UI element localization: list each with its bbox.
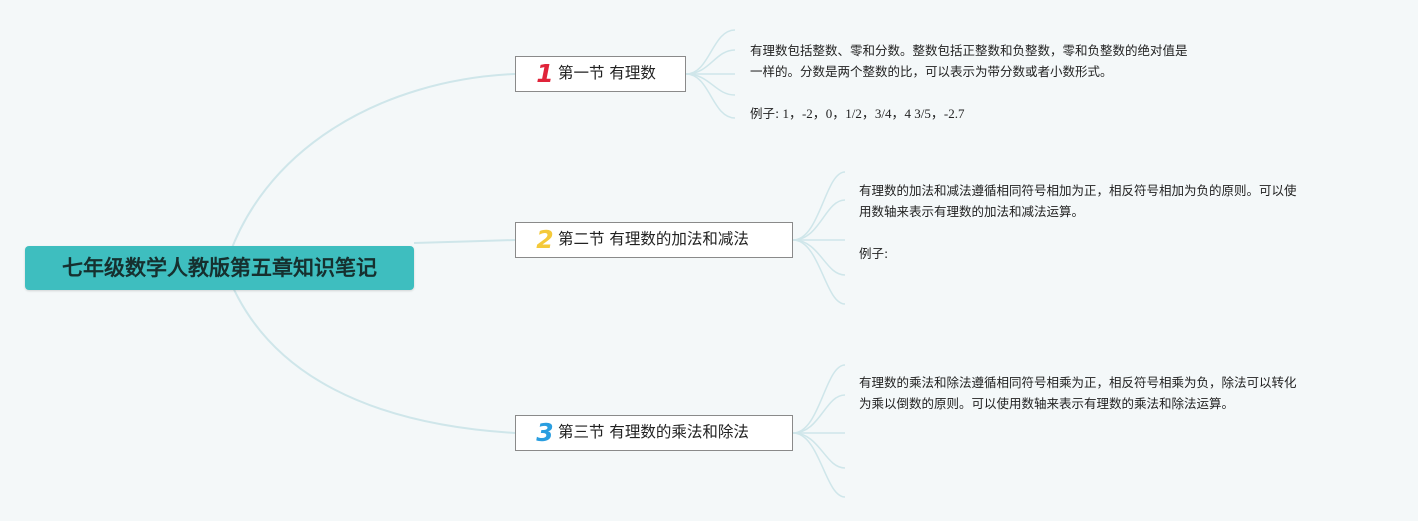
section-3-note-line-1: 有理数的乘法和除法遵循相同符号相乘为正，相反符号相乘为负，除法可以转化 [859, 375, 1297, 390]
number-3-icon: 3 [536, 418, 554, 447]
root-topic[interactable]: 七年级数学人教版第五章知识笔记 [25, 246, 414, 290]
section-2-note-line-2: 用数轴来表示有理数的加法和减法运算。 [859, 204, 1085, 219]
section-2-example: 例子: [859, 243, 1297, 264]
link-root-section-3 [224, 267, 516, 434]
section-1-note: 有理数包括整数、零和分数。整数包括正整数和负整数，零和负整数的绝对值是 一样的。… [750, 40, 1188, 124]
section-1-example: 例子: 1，-2，0，1/2，3/4，4 3/5，-2.7 [750, 103, 1188, 124]
link-root-section-1 [224, 73, 516, 269]
number-2-icon: 2 [536, 225, 554, 254]
number-1-icon: 1 [536, 59, 554, 88]
section-2-note-line-1: 有理数的加法和减法遵循相同符号相加为正，相反符号相加为负的原则。可以使 [859, 183, 1297, 198]
section-3-title: 第三节 有理数的乘法和除法 [558, 423, 749, 441]
section-2-example-label: 例子: [859, 246, 889, 261]
section-1-note-line-2: 一样的。分数是两个整数的比，可以表示为带分数或者小数形式。 [750, 64, 1113, 79]
section-1-example-values: 1，-2，0，1/2，3/4，4 3/5，-2.7 [779, 106, 965, 121]
section-3-note-line-2: 为乘以倒数的原则。可以使用数轴来表示有理数的乘法和除法运算。 [859, 396, 1235, 411]
section-2-title: 第二节 有理数的加法和减法 [558, 230, 749, 248]
section-1-example-label: 例子: [750, 106, 780, 121]
link-root-section-2 [413, 239, 516, 244]
section-3-note: 有理数的乘法和除法遵循相同符号相乘为正，相反符号相乘为负，除法可以转化 为乘以倒… [859, 372, 1297, 414]
section-2-note: 有理数的加法和减法遵循相同符号相加为正，相反符号相加为负的原则。可以使 用数轴来… [859, 180, 1297, 264]
section-1-title: 第一节 有理数 [558, 64, 656, 82]
section-1-note-line-1: 有理数包括整数、零和分数。整数包括正整数和负整数，零和负整数的绝对值是 [750, 43, 1188, 58]
